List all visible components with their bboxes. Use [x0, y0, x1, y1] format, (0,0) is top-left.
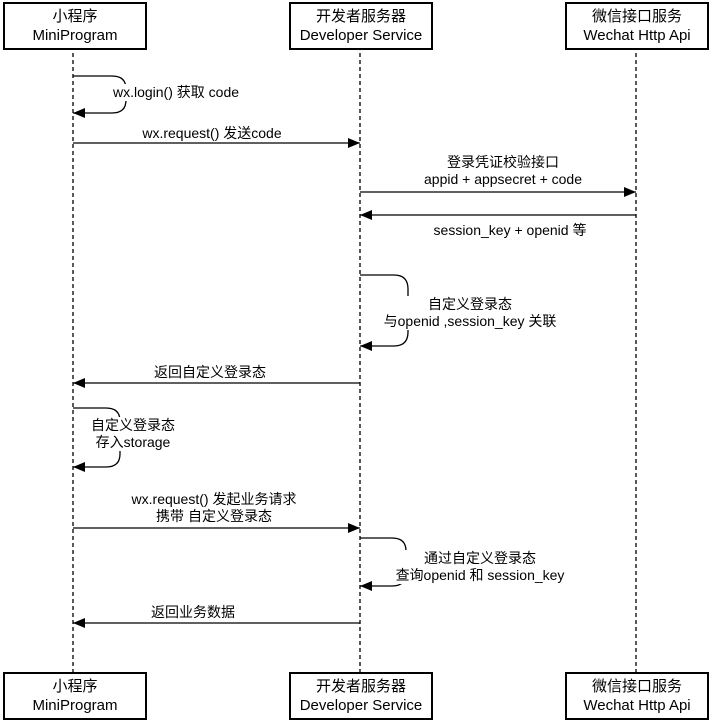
- message-label-line2: 存入storage: [95, 434, 171, 450]
- actor-box-wechat-top: 微信接口服务 Wechat Http Api: [565, 2, 709, 50]
- message-label-line2: appid + appsecret + code: [423, 171, 583, 187]
- message-label-line2: 与openid ,session_key 关联: [383, 313, 557, 329]
- actor-name-cn: 开发者服务器: [315, 678, 406, 695]
- message-label-line1: 通过自定义登录态: [424, 550, 536, 566]
- actor-name-cn: 微信接口服务: [591, 8, 682, 25]
- message-label-line1: 自定义登录态: [427, 296, 512, 312]
- actor-name-cn: 小程序: [52, 678, 98, 695]
- actor-name-cn: 开发者服务器: [315, 8, 406, 25]
- actor-name-en: Developer Service: [299, 697, 423, 714]
- actor-name-cn: 微信接口服务: [591, 678, 682, 695]
- message-label-custom-login-state: 自定义登录态 与openid ,session_key 关联: [381, 296, 559, 330]
- message-label-return-login-state: 返回自定义登录态: [152, 364, 268, 381]
- actor-name-en: MiniProgram: [32, 697, 118, 714]
- actor-name-cn: 小程序: [52, 8, 98, 25]
- message-label-store-storage: 自定义登录态 存入storage: [89, 417, 177, 451]
- message-label-send-code: wx.request() 发送code: [140, 125, 284, 142]
- actor-name-en: MiniProgram: [32, 27, 118, 44]
- message-label-credential-check: 登录凭证校验接口 appid + appsecret + code: [421, 154, 585, 188]
- actor-box-miniprogram-bottom: 小程序 MiniProgram: [3, 672, 147, 720]
- message-label-session-key-return: session_key + openid 等: [431, 222, 589, 239]
- message-label-wx-login: wx.login() 获取 code: [110, 84, 242, 101]
- message-label-query-openid: 通过自定义登录态 查询openid 和 session_key: [393, 550, 567, 584]
- message-label-business-request: wx.request() 发起业务请求 携带 自定义登录态: [129, 491, 299, 525]
- actor-name-en: Wechat Http Api: [583, 27, 691, 44]
- message-label-line2: 携带 自定义登录态: [156, 508, 272, 524]
- actor-name-en: Developer Service: [299, 27, 423, 44]
- message-label-line1: 自定义登录态: [91, 417, 175, 433]
- actor-box-miniprogram-top: 小程序 MiniProgram: [3, 2, 147, 50]
- message-label-line1: wx.request() 发起业务请求: [131, 491, 297, 507]
- actor-box-wechat-bottom: 微信接口服务 Wechat Http Api: [565, 672, 709, 720]
- message-label-line2: 查询openid 和 session_key: [395, 567, 565, 583]
- message-label-return-business-data: 返回业务数据: [149, 604, 237, 621]
- actor-name-en: Wechat Http Api: [583, 697, 691, 714]
- actor-box-developer-top: 开发者服务器 Developer Service: [289, 2, 433, 50]
- message-label-line1: 登录凭证校验接口: [446, 154, 559, 170]
- actor-box-developer-bottom: 开发者服务器 Developer Service: [289, 672, 433, 720]
